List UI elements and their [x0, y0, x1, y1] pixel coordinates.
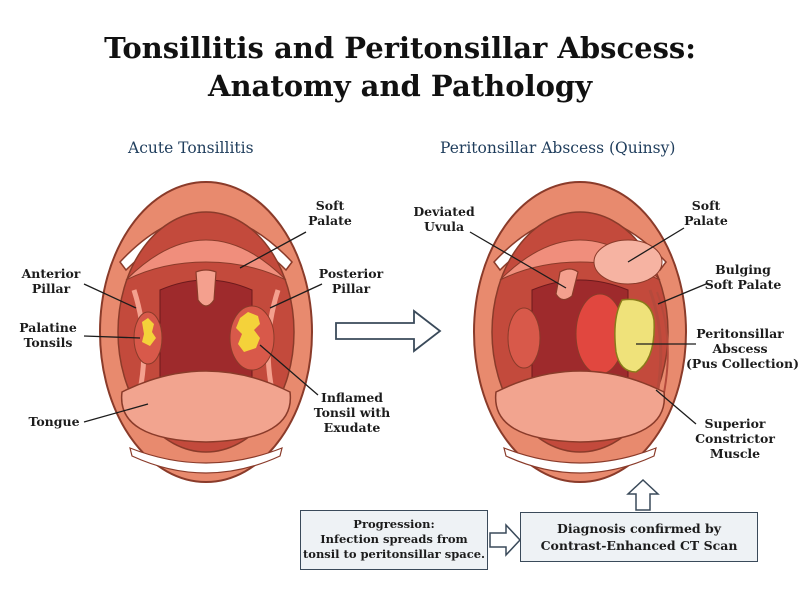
leader-constrictor	[655, 389, 697, 425]
label-line: Pillar	[331, 281, 371, 296]
diagnosis-line-2: Contrast-Enhanced CT Scan	[540, 538, 738, 553]
diagnosis-line-1: Diagnosis confirmed by	[556, 521, 721, 536]
leader-tongue	[83, 403, 149, 423]
label-soft-palate-right: Soft Palate	[676, 198, 736, 228]
leader-soft-palate-right	[627, 227, 685, 263]
leader-soft-palate-left	[239, 231, 307, 269]
label-line: Palatine	[19, 320, 77, 335]
label-line: Muscle	[709, 446, 761, 461]
right-panel-heading: Peritonsillar Abscess (Quinsy)	[440, 139, 676, 157]
left-tongue	[120, 370, 292, 443]
label-soft-palate-left: Soft Palate	[300, 198, 360, 228]
left-exudate-b	[236, 312, 260, 352]
label-line: Pillar	[31, 281, 71, 296]
label-line: Abscess	[712, 341, 768, 356]
label-line: Anterior	[21, 266, 81, 281]
right-mouth	[473, 181, 687, 483]
label-superior-constrictor: Superior Constrictor Muscle	[690, 416, 780, 461]
title-line-1: Tonsillitis and Peritonsillar Abscess:	[104, 31, 696, 65]
label-line: Peritonsillar	[696, 326, 784, 341]
label-line: Soft	[315, 198, 345, 213]
left-exudate-a	[142, 318, 156, 346]
right-abscess	[614, 298, 655, 373]
title-line-2: Anatomy and Pathology	[207, 69, 593, 103]
label-inflamed-tonsil: Inflamed Tonsil with Exudate	[312, 390, 392, 435]
leader-anterior-pillar	[83, 283, 137, 309]
leader-inflamed-tonsil	[259, 344, 319, 396]
progression-box: Progression: Infection spreads from tons…	[300, 510, 488, 570]
label-line: (Pus Collection)	[686, 356, 800, 371]
left-panel-heading: Acute Tonsillitis	[128, 139, 254, 157]
bottom-right-arrow	[489, 523, 522, 557]
progression-line-3: tonsil to peritonsillar space.	[302, 547, 486, 561]
label-line: Exudate	[323, 420, 381, 435]
left-uvula	[195, 269, 217, 307]
right-deviated-uvula	[555, 268, 579, 301]
label-line: Palate	[308, 213, 352, 228]
right-tongue	[494, 370, 666, 443]
diagnosis-box: Diagnosis confirmed by Contrast-Enhanced…	[520, 512, 758, 562]
label-line: Tonsils	[23, 335, 73, 350]
right-lower-teeth	[503, 447, 657, 474]
left-leader-lines	[83, 231, 323, 423]
leader-palatine-tonsils	[83, 335, 141, 339]
label-peritonsillar-abscess: Peritonsillar Abscess (Pus Collection)	[686, 326, 800, 371]
label-line: Uvula	[423, 219, 465, 234]
left-mouth	[99, 181, 313, 483]
label-deviated-uvula: Deviated Uvula	[408, 204, 480, 234]
progression-line-2: Infection spreads from	[320, 532, 468, 546]
label-line: Superior	[704, 416, 766, 431]
label-tongue: Tongue	[26, 414, 82, 429]
right-tonsil-left	[507, 307, 541, 369]
label-line: Tonsil with	[313, 405, 391, 420]
right-constrictor-muscle	[648, 289, 663, 401]
label-palatine-tonsils: Palatine Tonsils	[18, 320, 78, 350]
left-palate	[125, 239, 287, 281]
label-line: Bulging	[715, 262, 771, 277]
label-line: Soft	[691, 198, 721, 213]
leader-deviated-uvula	[469, 231, 567, 289]
bottom-up-arrow	[626, 478, 660, 511]
left-lower-teeth	[129, 447, 283, 474]
right-leader-lines	[469, 227, 707, 425]
label-line: Tongue	[28, 414, 80, 429]
leader-bulging-palate	[657, 283, 707, 305]
label-posterior-pillar: Posterior Pillar	[318, 266, 384, 296]
label-line: Inflamed	[320, 390, 384, 405]
progression-line-1: Progression:	[353, 517, 435, 531]
label-bulging-soft-palate: Bulging Soft Palate	[700, 262, 786, 292]
leader-posterior-pillar	[269, 283, 323, 309]
label-line: Deviated	[413, 204, 475, 219]
label-line: Constrictor	[695, 431, 775, 446]
label-anterior-pillar: Anterior Pillar	[18, 266, 84, 296]
progression-arrow	[335, 309, 442, 353]
label-line: Soft Palate	[704, 277, 782, 292]
label-line: Palate	[684, 213, 728, 228]
label-line: Posterior	[318, 266, 384, 281]
